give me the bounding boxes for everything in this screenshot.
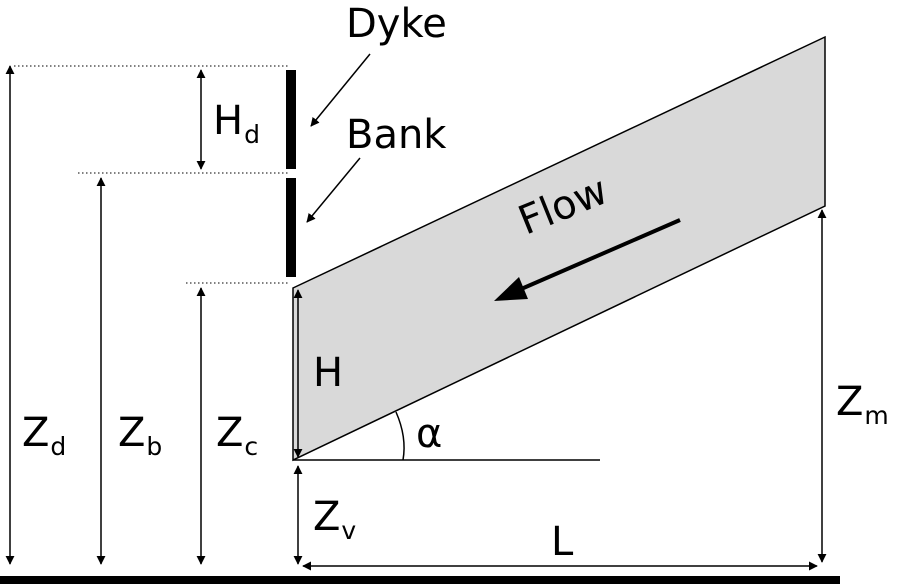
zc-label-subscript: c bbox=[244, 432, 258, 461]
zm-label: Zm bbox=[836, 379, 889, 430]
flow-arrowhead bbox=[494, 277, 528, 301]
zv-label-subscript: v bbox=[341, 516, 356, 545]
l-label: L bbox=[551, 519, 574, 565]
dyke-pointer-arrow bbox=[310, 53, 371, 127]
zd-label: Zd bbox=[22, 410, 66, 461]
zd-label-subscript: d bbox=[50, 432, 66, 461]
zc-label-main: Z bbox=[216, 410, 243, 456]
zc-label: Zc bbox=[216, 410, 258, 461]
alpha-label: α bbox=[416, 411, 442, 457]
zm-label-main: Z bbox=[836, 379, 863, 425]
bank-label: Bank bbox=[346, 112, 447, 158]
dyke-label: Dyke bbox=[346, 1, 447, 47]
zb-label-subscript: b bbox=[146, 432, 162, 461]
zm-label-subscript: m bbox=[864, 401, 888, 430]
zv-label: Zv bbox=[313, 494, 356, 545]
zb-label: Zb bbox=[118, 410, 162, 461]
bank-bar bbox=[286, 178, 296, 277]
hd-label-subscript: d bbox=[244, 120, 260, 149]
zv-label-main: Z bbox=[313, 494, 340, 540]
flow-arrow bbox=[511, 218, 681, 295]
hd-label: Hd bbox=[213, 98, 260, 149]
bank-pointer-arrow bbox=[306, 157, 361, 223]
zd-label-main: Z bbox=[22, 410, 49, 456]
hd-label-main: H bbox=[213, 98, 243, 144]
zb-label-main: Z bbox=[118, 410, 145, 456]
channel-body bbox=[292, 35, 826, 462]
dyke-bar bbox=[286, 70, 296, 169]
ground-line bbox=[0, 576, 840, 584]
slope-angle-arc bbox=[395, 411, 405, 461]
h-label: H bbox=[313, 350, 343, 396]
